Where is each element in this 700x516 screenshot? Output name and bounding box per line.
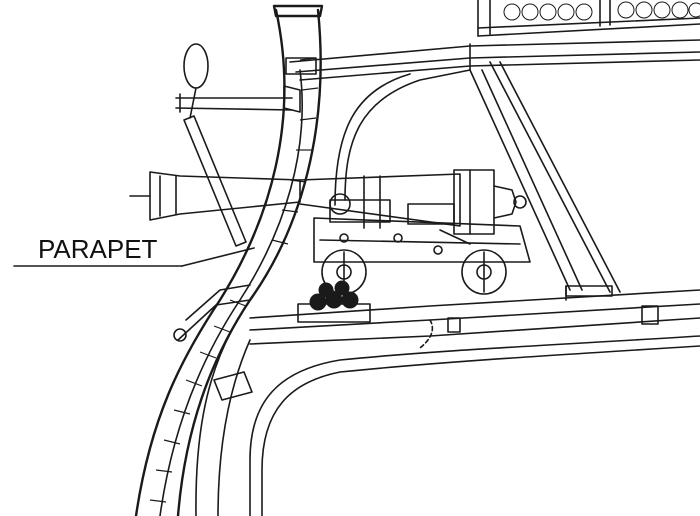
upper-rail-beam: [285, 39, 700, 81]
lever-arm: [175, 43, 293, 247]
curved-timber: [134, 4, 324, 516]
ornamental-balustrade: [477, 0, 700, 37]
cathead-bracket: [173, 284, 253, 401]
knee-bracket: [334, 69, 471, 206]
callout-leader-line: [181, 247, 255, 267]
cannon-balls: [297, 280, 371, 323]
lower-knee: [249, 335, 700, 516]
timber-cleat: [283, 85, 301, 113]
parapet-label: PARAPET: [38, 234, 158, 264]
diagonal-brace: [469, 61, 621, 293]
timber-hatching: [149, 57, 319, 503]
gun-carriage: [313, 199, 531, 295]
deck-beam: [249, 285, 700, 349]
parapet-callout: PARAPET: [13, 234, 255, 267]
